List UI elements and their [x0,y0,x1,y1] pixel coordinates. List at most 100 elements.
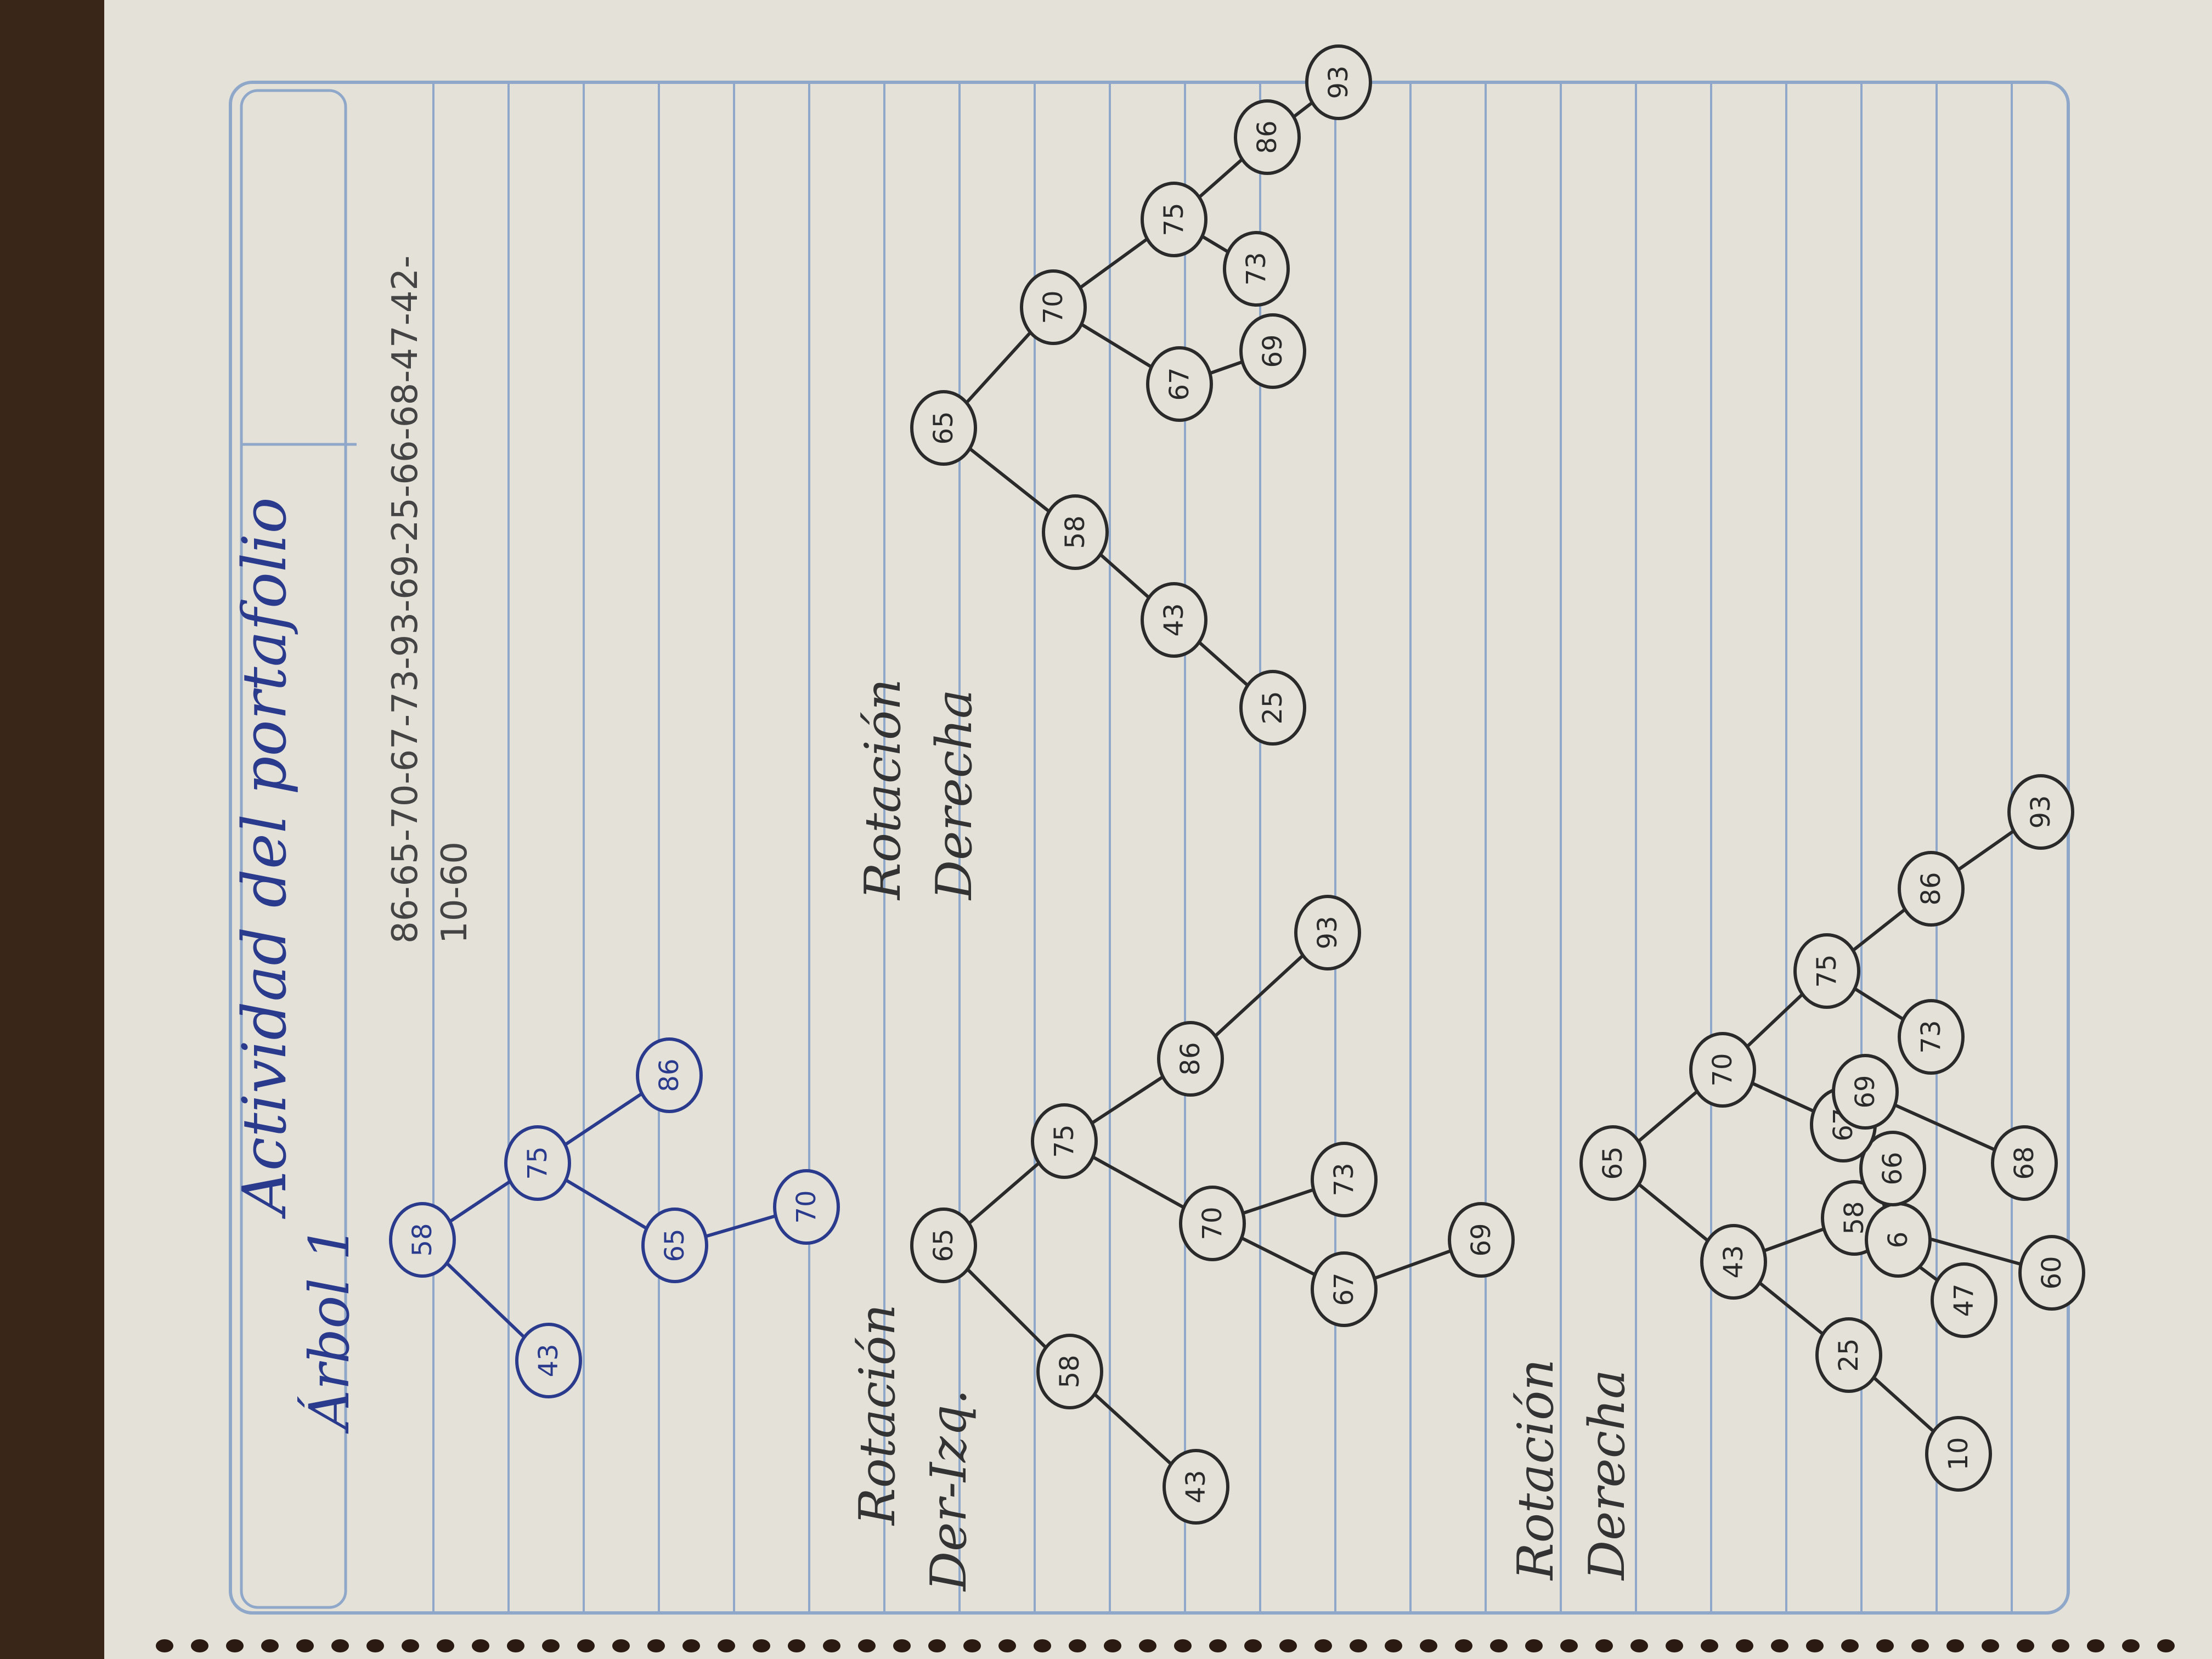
spiral-hole [261,1639,279,1652]
tree-node: 75 [1141,182,1207,257]
tree-node: 25 [1815,1317,1882,1393]
node-circle [1311,1142,1378,1217]
node-circle [1031,1103,1098,1179]
node-circle [1815,1317,1882,1393]
spiral-hole [1350,1639,1367,1652]
tree-node: 58 [1042,494,1109,570]
node-circle [910,390,977,466]
node-circle [1141,582,1207,658]
node-circle [1579,1125,1646,1201]
spiral-hole [928,1639,946,1652]
tree-node: 73 [1223,231,1290,307]
node-label: 93 [2025,795,2056,828]
rule-lines [432,82,2013,1613]
node-circle [1448,1202,1515,1278]
node-circle [389,1202,456,1278]
tree-node: 75 [1031,1103,1098,1179]
spiral-hole [1490,1639,1508,1652]
spiral-hole [1244,1639,1262,1652]
spiral-hole [402,1639,419,1652]
node-label: 86 [1252,120,1283,154]
node-label: 70 [1707,1053,1738,1086]
tree-node: 65 [910,1207,977,1283]
spiral-hole [366,1639,384,1652]
spiral-hole [1982,1639,1999,1652]
node-label: 65 [928,411,959,444]
spiral-hole [1385,1639,1402,1652]
node-circle [1859,1131,1926,1206]
page-frame [229,81,2070,1615]
node-circle [1294,895,1361,970]
node-label: 43 [1159,603,1189,636]
spiral-hole [1174,1639,1192,1652]
tree-node: 75 [1793,933,1860,1009]
tree-node: 86 [1898,851,1965,927]
node-label: 70 [791,1190,822,1223]
spiral-hole [1630,1639,1648,1652]
node-label: 68 [2009,1146,2040,1180]
node-label: 58 [407,1223,438,1256]
tree-node: 69 [1239,313,1306,389]
node-label: 10 [1943,1437,1974,1470]
tree-node: 60 [2018,1235,2085,1311]
node-label: 93 [1323,65,1354,99]
spiral-hole [542,1639,560,1652]
node-circle [515,1323,582,1398]
spiral-hole [753,1639,770,1652]
node-label: 75 [1159,202,1189,236]
node-circle [1234,99,1301,175]
spiral-hole [156,1639,173,1652]
node-circle [1163,1449,1229,1525]
node-circle [1146,346,1213,422]
spiral-hole [2017,1639,2034,1652]
node-label: 86 [1916,872,1946,905]
header-box-left [240,89,347,1609]
node-circle [1991,1125,2058,1201]
node-circle [1141,182,1207,257]
node-circle [1311,1251,1378,1327]
spiral-hole [1314,1639,1332,1652]
insertion-sequence: 86-65-70-67-73-93-69-25-66-68-47-42- [385,256,426,944]
spiral-hole [858,1639,876,1652]
tree-node: 73 [1311,1142,1378,1217]
node-circle [1036,1334,1103,1409]
spiral-hole [823,1639,840,1652]
tree-node: 58 [1036,1334,1103,1409]
node-label: 6 [1883,1232,1914,1249]
tree-node: 93 [2007,774,2074,850]
node-label: 93 [1312,916,1343,949]
tree-node: 68 [1991,1125,2058,1201]
node-circle [1898,851,1965,927]
tree-node: 6 [1865,1202,1932,1278]
node-label: 66 [1877,1152,1908,1185]
node-label: 75 [522,1146,553,1180]
spiral-hole [2087,1639,2104,1652]
tree-node: 69 [1448,1202,1515,1278]
spiral-hole [296,1639,314,1652]
spiral-hole [1806,1639,1824,1652]
spiral-hole [437,1639,454,1652]
tree-node: 65 [910,390,977,466]
spiral-hole [1666,1639,1683,1652]
spiral-hole [2157,1639,2175,1652]
tree-node: 70 [1179,1186,1246,1261]
spiral-hole [226,1639,244,1652]
spiral-hole [1595,1639,1613,1652]
insertion-sequence-line2: 10-60 [435,842,475,944]
node-label: 86 [1175,1042,1206,1075]
node-label: 43 [533,1344,564,1377]
node-label: 43 [1181,1470,1211,1503]
rotation-label-2b: Derecha [926,689,983,901]
spiral-holes [156,1639,2175,1652]
node-label: 65 [928,1228,959,1262]
node-label: 70 [1197,1206,1228,1240]
spiral-hole [1841,1639,1859,1652]
node-circle [1832,1054,1899,1130]
tree-node: 93 [1305,44,1372,120]
node-circle [1042,494,1109,570]
tree-node: 70 [773,1169,840,1245]
spiral-hole [331,1639,349,1652]
